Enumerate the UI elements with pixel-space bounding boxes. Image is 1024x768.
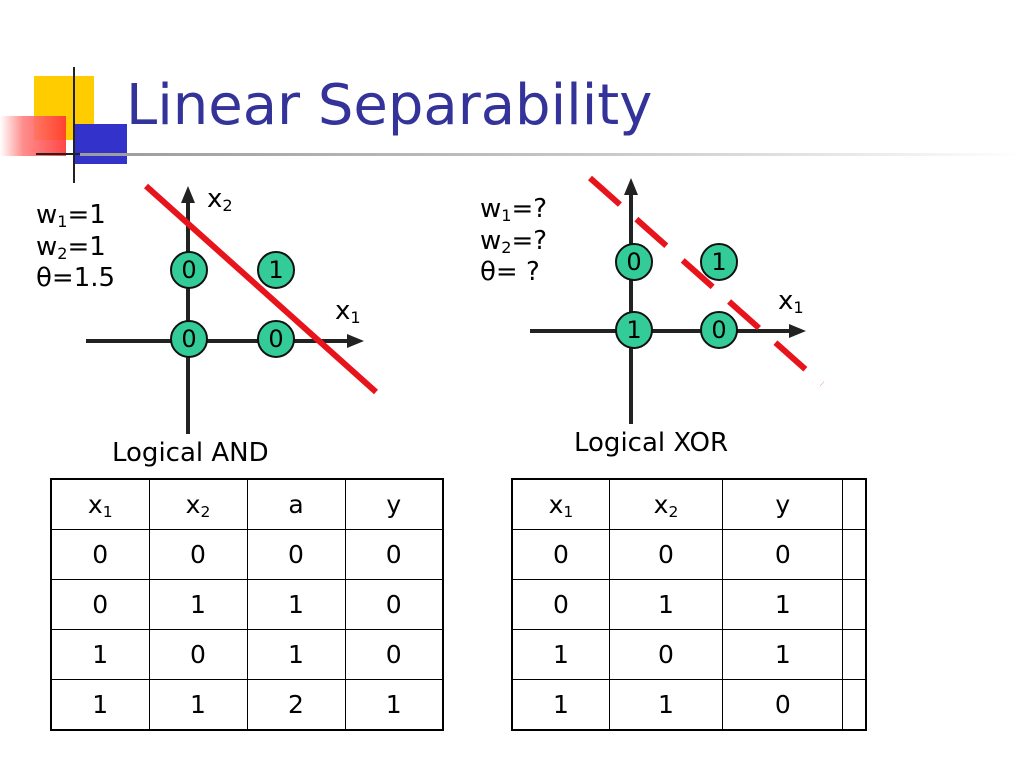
and-point-11: 1 — [257, 251, 295, 289]
and-params: w1=1 w2=1 θ=1.5 — [36, 200, 115, 295]
table-row: 1 1 0 — [511, 679, 867, 731]
table-row: 0 1 1 — [511, 579, 867, 630]
and-param-theta: θ=1.5 — [36, 263, 116, 294]
xor-param-w1: w1=? — [480, 194, 548, 226]
and-x1-axis-label: x1 — [335, 296, 361, 328]
page-title: Linear Separability — [126, 73, 653, 138]
deco-blue-square — [73, 124, 127, 164]
and-x2-axis-label: x2 — [207, 184, 233, 216]
table-row: 0 0 0 — [511, 529, 867, 580]
table-cell: 1 — [246, 579, 346, 630]
table-cell: 0 — [344, 579, 444, 630]
table-row: 1 0 1 — [511, 629, 867, 680]
empty-cell — [842, 679, 867, 731]
header-cell: a — [246, 478, 346, 530]
table-row: 1 1 2 1 — [50, 679, 444, 731]
table-cell: 1 — [608, 679, 724, 731]
table-cell: 0 — [344, 629, 444, 680]
table-header-row: x1 x2 a y — [50, 478, 444, 530]
empty-cell — [842, 579, 867, 630]
table-cell: 1 — [608, 579, 724, 630]
table-cell: 1 — [344, 679, 444, 731]
xor-params: w1=? w2=? θ= ? — [480, 194, 547, 289]
and-point-01: 0 — [170, 251, 208, 289]
xor-x-arrow — [789, 324, 806, 338]
deco-red-bar — [0, 116, 66, 156]
and-point-00: 0 — [170, 320, 208, 358]
table-cell: 2 — [246, 679, 346, 731]
table-cell: 0 — [608, 629, 724, 680]
header-cell: x2 — [608, 478, 724, 530]
table-cell: 1 — [148, 679, 248, 731]
table-row: 1 0 1 0 — [50, 629, 444, 680]
and-param-w2: w2=1 — [36, 231, 106, 263]
header-cell: x1 — [511, 478, 610, 530]
table-row: 0 0 0 0 — [50, 529, 444, 580]
table-cell: 1 — [511, 629, 610, 680]
header-cell: y — [344, 478, 444, 530]
table-cell: 0 — [511, 579, 610, 630]
header-cell: y — [722, 478, 844, 530]
table-cell: 0 — [148, 529, 248, 580]
title-underline — [80, 153, 1024, 156]
and-point-10: 0 — [257, 320, 295, 358]
header-cell: x2 — [148, 478, 248, 530]
empty-cell — [842, 529, 867, 580]
xor-point-10: 0 — [700, 311, 738, 349]
empty-cell — [842, 478, 867, 530]
table-cell: 0 — [148, 629, 248, 680]
table-cell: 1 — [148, 579, 248, 630]
xor-point-01: 0 — [615, 243, 653, 281]
table-row: 0 1 1 0 — [50, 579, 444, 630]
xor-y-arrow — [624, 178, 638, 195]
table-cell: 0 — [50, 529, 150, 580]
empty-cell — [842, 629, 867, 680]
table-cell: 0 — [50, 579, 150, 630]
xor-caption: Logical XOR — [574, 428, 729, 458]
and-caption: Logical AND — [112, 438, 269, 468]
xor-point-00: 1 — [615, 311, 653, 349]
table-cell: 1 — [246, 629, 346, 680]
deco-vertical-line — [73, 67, 75, 183]
header-cell: x1 — [50, 478, 150, 530]
xor-x1-axis-label: x1 — [778, 286, 804, 318]
xor-param-w2: w2=? — [480, 225, 548, 257]
xor-point-11: 1 — [700, 243, 738, 281]
deco-horizontal-line — [36, 153, 98, 155]
table-cell: 1 — [50, 679, 150, 731]
and-separator-line — [143, 183, 379, 395]
table-header-row: x1 x2 y — [511, 478, 867, 530]
table-cell: 0 — [511, 529, 610, 580]
table-cell: 0 — [722, 679, 844, 731]
and-y-arrow — [181, 186, 195, 203]
xor-truth-table: x1 x2 y 0 0 0 0 1 1 1 0 1 1 1 0 — [511, 478, 867, 731]
table-cell: 0 — [344, 529, 444, 580]
xor-param-theta: θ= ? — [480, 257, 540, 288]
table-cell: 1 — [50, 629, 150, 680]
and-param-w1: w1=1 — [36, 200, 106, 232]
table-cell: 1 — [511, 679, 610, 731]
and-truth-table: x1 x2 a y 0 0 0 0 0 1 1 0 1 0 1 0 1 1 2 … — [50, 478, 444, 731]
table-cell: 1 — [722, 579, 844, 630]
xor-separator-line — [588, 175, 824, 387]
table-cell: 0 — [246, 529, 346, 580]
table-cell: 0 — [722, 529, 844, 580]
and-x-arrow — [347, 334, 364, 348]
table-cell: 1 — [722, 629, 844, 680]
table-cell: 0 — [608, 529, 724, 580]
